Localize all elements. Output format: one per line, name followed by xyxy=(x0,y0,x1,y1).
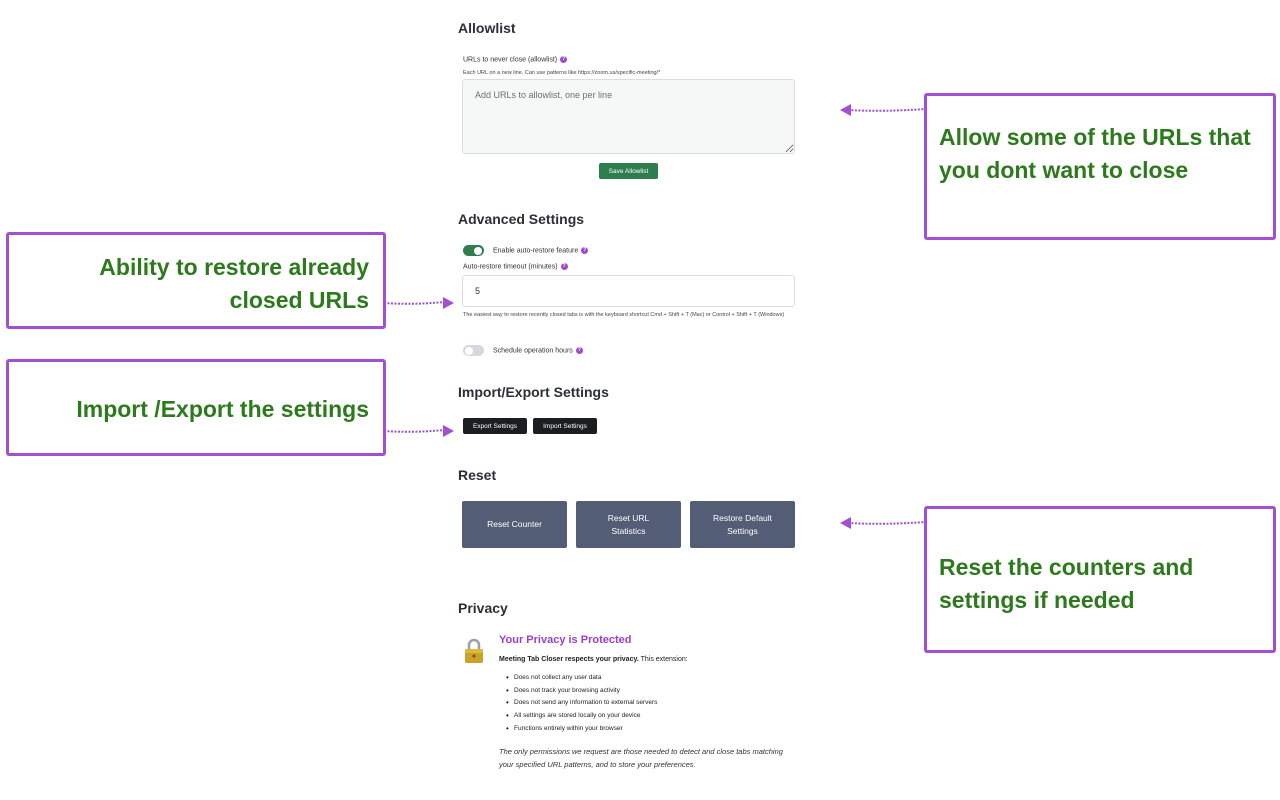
privacy-heading: Your Privacy is Protected xyxy=(499,634,632,646)
list-item: All settings are stored locally on your … xyxy=(506,711,657,725)
allowlist-title: Allowlist xyxy=(458,20,516,36)
help-icon[interactable]: ? xyxy=(560,56,568,63)
timeout-label: Auto-restore timeout (minutes)? xyxy=(463,263,568,271)
callout-restore: Ability to restore already closed URLs xyxy=(6,232,386,329)
allowlist-textarea[interactable] xyxy=(462,79,795,154)
privacy-note: The only permissions we request are thos… xyxy=(499,747,783,769)
reset-url-statistics-button[interactable]: Reset URL Statistics xyxy=(576,501,681,548)
help-icon[interactable]: ? xyxy=(575,347,583,354)
arrow-import-export xyxy=(384,425,454,437)
schedule-toggle[interactable] xyxy=(463,345,484,356)
help-icon[interactable]: ? xyxy=(560,263,568,270)
arrow-allowlist xyxy=(840,104,927,116)
allowlist-hint: Each URL on a new line. Can use patterns… xyxy=(463,70,661,76)
arrow-reset xyxy=(840,517,927,529)
callout-allowlist: Allow some of the URLs that you dont wan… xyxy=(924,93,1276,240)
restore-default-settings-button[interactable]: Restore Default Settings xyxy=(690,501,795,548)
privacy-list: Does not collect any user data Does not … xyxy=(506,673,657,738)
help-icon[interactable]: ? xyxy=(581,247,589,254)
import-settings-button[interactable]: Import Settings xyxy=(533,418,597,434)
schedule-label: Schedule operation hours? xyxy=(493,347,583,355)
timeout-hint: The easiest way to restore recently clos… xyxy=(463,312,785,318)
import-export-title: Import/Export Settings xyxy=(458,384,609,400)
timeout-input[interactable] xyxy=(462,275,795,307)
callout-reset: Reset the counters and settings if neede… xyxy=(924,506,1276,653)
list-item: Does not collect any user data xyxy=(506,673,657,687)
auto-restore-label: Enable auto-restore feature? xyxy=(493,247,589,255)
reset-counter-button[interactable]: Reset Counter xyxy=(462,501,567,548)
arrow-restore xyxy=(384,297,454,309)
allowlist-label: URLs to never close (allowlist)? xyxy=(463,56,568,64)
auto-restore-toggle[interactable] xyxy=(463,245,484,256)
list-item: Functions entirely within your browser xyxy=(506,724,657,738)
callout-import-export: Import /Export the settings xyxy=(6,359,386,456)
privacy-intro: Meeting Tab Closer respects your privacy… xyxy=(499,656,688,663)
list-item: Does not send any information to externa… xyxy=(506,698,657,712)
settings-panel: Allowlist URLs to never close (allowlist… xyxy=(458,0,798,800)
export-settings-button[interactable]: Export Settings xyxy=(463,418,527,434)
lock-icon xyxy=(465,638,483,663)
advanced-settings-title: Advanced Settings xyxy=(458,211,585,227)
reset-title: Reset xyxy=(458,467,497,483)
privacy-title: Privacy xyxy=(458,600,508,616)
save-allowlist-button[interactable]: Save Allowlist xyxy=(599,163,658,179)
list-item: Does not track your browsing activity xyxy=(506,686,657,700)
